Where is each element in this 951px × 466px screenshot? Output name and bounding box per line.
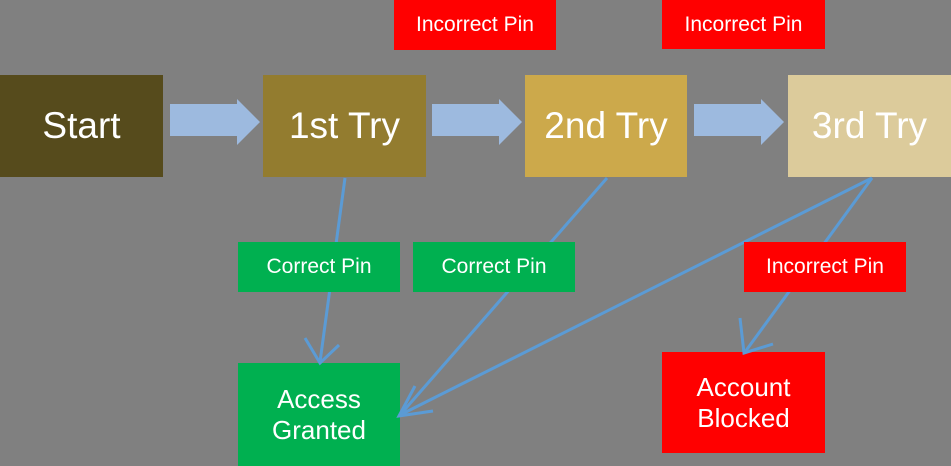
edge-label-incorrect-pin-2-text: Incorrect Pin <box>684 12 803 36</box>
edge-label-incorrect-pin-1-text: Incorrect Pin <box>416 13 534 36</box>
node-try1-label: 1st Try <box>288 105 401 147</box>
edge-label-correct-pin-1: Correct Pin <box>238 242 400 292</box>
node-access-granted-label-line2: Granted <box>272 414 366 445</box>
node-try1[interactable]: 1st Try <box>263 75 426 177</box>
node-access-granted-label-line1: Access <box>277 383 361 414</box>
edge-label-correct-pin-2: Correct Pin <box>413 242 575 292</box>
arrowhead-try1-to-access-granted <box>303 337 341 366</box>
block-arrow-try1-to-try2 <box>432 99 522 145</box>
node-account-blocked[interactable]: Account Blocked <box>662 352 825 453</box>
arrowhead-try3-to-account-blocked <box>738 317 774 355</box>
node-try3-label: 3rd Try <box>811 105 928 147</box>
node-start[interactable]: Start <box>0 75 163 177</box>
node-account-blocked-label-line1: Account <box>696 371 791 402</box>
edge-label-incorrect-pin-2: Incorrect Pin <box>662 0 825 49</box>
block-arrow-try2-to-try3 <box>694 99 784 145</box>
arrowhead-try2-to-access-granted <box>396 385 434 418</box>
node-try2[interactable]: 2nd Try <box>525 75 687 177</box>
edge-label-correct-pin-1-text: Correct Pin <box>266 255 372 278</box>
edge-label-incorrect-pin-3-text: Incorrect Pin <box>766 255 884 278</box>
node-access-granted[interactable]: Access Granted <box>238 363 400 466</box>
node-account-blocked-label-line2: Blocked <box>697 402 790 433</box>
edge-label-incorrect-pin-1: Incorrect Pin <box>394 0 556 50</box>
edge-label-correct-pin-2-text: Correct Pin <box>441 255 547 278</box>
connector-try2-to-access-granted <box>398 177 609 416</box>
edge-label-incorrect-pin-3: Incorrect Pin <box>744 242 906 292</box>
node-try2-label: 2nd Try <box>544 105 668 147</box>
block-arrow-start-to-try1 <box>170 99 260 145</box>
node-try3[interactable]: 3rd Try <box>788 75 951 177</box>
node-start-label: Start <box>42 105 121 147</box>
